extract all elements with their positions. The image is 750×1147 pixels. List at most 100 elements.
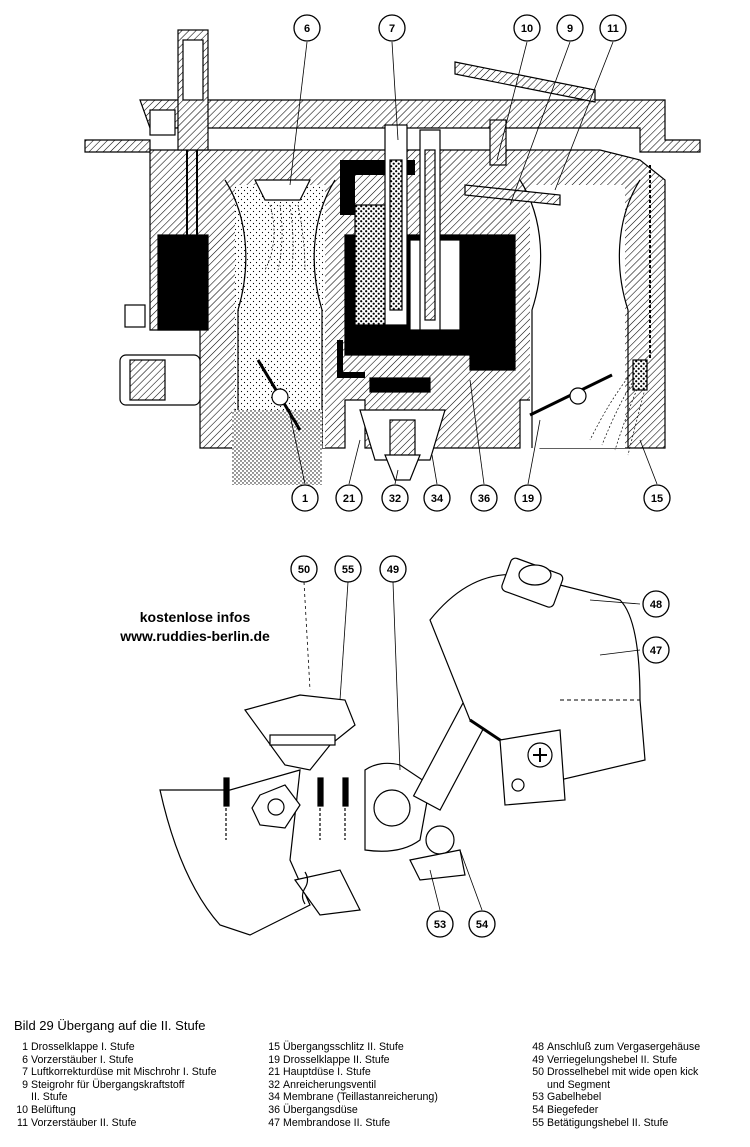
legend-label: Übergangsdüse [283,1103,358,1116]
callout-21: 21 [335,484,363,512]
carburetor-section [84,29,701,485]
svg-text:47: 47 [650,645,662,657]
legend-number: 50 [532,1066,544,1079]
svg-text:1: 1 [302,493,308,505]
callout-1: 1 [291,484,319,512]
legend-label: Gabelhebel [547,1091,602,1104]
legend-label: Drosselklappe I. Stufe [31,1041,135,1053]
watermark-url: www.ruddies-berlin.de [120,628,270,644]
legend-label: Anschluß zum Vergasergehäuse [547,1041,701,1053]
legend-label: Anreicherungsventil [283,1078,377,1091]
callout-10: 10 [513,14,541,42]
svg-text:50: 50 [298,564,310,576]
legend-label: Vorzerstäuber I. Stufe [31,1053,134,1066]
legend-label: Membrandose II. Stufe [283,1116,391,1129]
callout-19: 19 [514,484,542,512]
svg-text:49: 49 [387,564,399,576]
legend-label: Steigrohr für Übergangskraftstoff [31,1078,185,1091]
legend-number: 11 [17,1116,28,1129]
legend-item: und Segment [528,1079,748,1092]
legend-label: Drosselhebel mit wide open kick [547,1066,699,1079]
callout-48: 48 [642,590,670,618]
callout-9: 9 [556,14,584,42]
carburetor-diagram: 6 7 10 9 11 1 21 32 34 36 19 15 [84,14,701,938]
svg-text:15: 15 [651,493,663,505]
svg-text:32: 32 [389,493,401,505]
legend-number: 53 [532,1091,544,1104]
svg-text:6: 6 [304,23,310,35]
legend-label: Membrane (Teillastanreicherung) [283,1091,438,1104]
svg-text:34: 34 [431,493,444,505]
legend-number: 48 [532,1041,544,1053]
legend-label: Belüftung [31,1103,76,1116]
legend-number [528,1079,544,1092]
legend-label: Luftkorrekturdüse mit Mischrohr I. Stufe [31,1066,217,1079]
svg-text:11: 11 [607,23,619,35]
caption-title: Bild 29 Übergang auf die II. Stufe [14,1018,206,1033]
legend-label: Betätigungshebel II. Stufe [547,1116,669,1129]
legend-number: 15 [268,1041,280,1053]
legend-label: II. Stufe [31,1091,68,1104]
legend-number: 47 [268,1116,280,1129]
legend-number: 32 [268,1078,280,1091]
legend-number: 9 [22,1078,28,1091]
callout-49: 49 [379,555,407,583]
legend-number: 49 [532,1053,544,1066]
callout-36: 36 [470,484,498,512]
legend-number: 19 [268,1053,280,1066]
callout-15: 15 [643,484,671,512]
svg-text:54: 54 [476,919,489,931]
legend-item: II. Stufe [12,1091,262,1104]
callout-54: 54 [468,910,496,938]
svg-text:7: 7 [389,23,395,35]
legend-number: 10 [16,1103,28,1116]
legend-number: 7 [22,1066,28,1079]
legend-label: Vorzerstäuber II. Stufe [31,1116,137,1129]
watermark-line1: kostenlose infos [139,609,251,625]
legend-label: Biegefeder [547,1103,599,1116]
svg-text:53: 53 [434,919,446,931]
legend-number: 55 [532,1116,544,1129]
callout-7: 7 [378,14,406,42]
legend-number: 54 [532,1103,544,1116]
callout-32: 32 [381,484,409,512]
legend-label: Übergangsschlitz II. Stufe [283,1041,404,1053]
svg-text:55: 55 [342,564,354,576]
callout-leaders [289,41,658,911]
svg-text:9: 9 [567,23,573,35]
svg-text:21: 21 [343,493,355,505]
legend-number: 6 [22,1053,28,1066]
legend-number: 36 [268,1103,280,1116]
svg-text:19: 19 [522,493,534,505]
svg-text:10: 10 [521,23,533,35]
legend-label: und Segment [547,1078,611,1091]
legend-number: 21 [268,1066,280,1079]
legend-number [12,1091,28,1104]
svg-text:36: 36 [478,493,490,505]
callout-11: 11 [599,14,627,42]
callout-53: 53 [426,910,454,938]
callout-50: 50 [290,555,318,583]
linkage-assembly [159,557,646,936]
legend-label: Drosselklappe II. Stufe [283,1053,390,1066]
